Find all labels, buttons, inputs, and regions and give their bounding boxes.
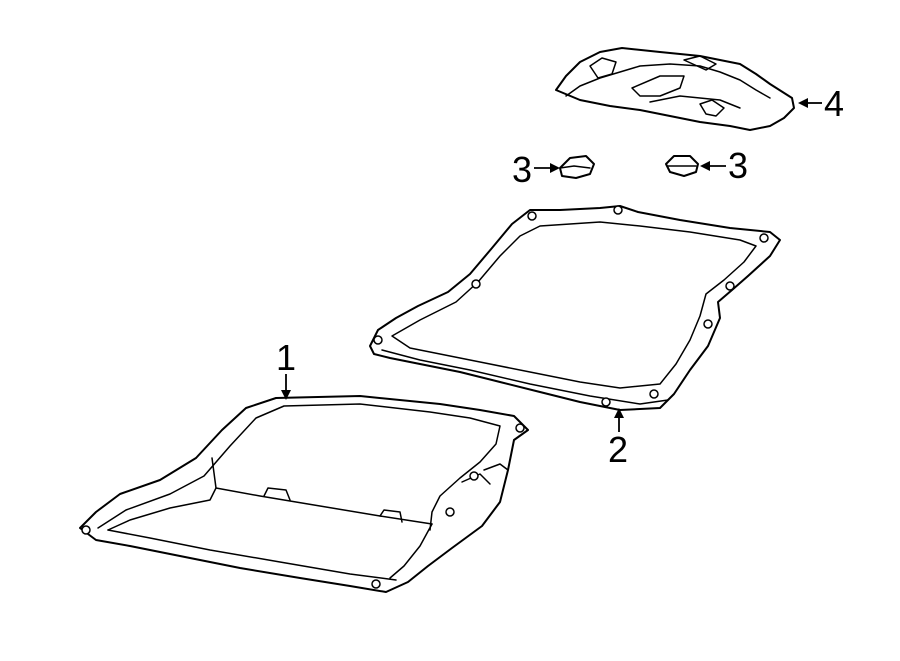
part-3b-plug[interactable] [665,155,699,177]
callout-4-label: 4 [824,83,844,124]
part-4-filter-plate[interactable] [555,47,795,131]
callout-3a-arrowhead [550,163,560,173]
part-2-gasket[interactable] [369,205,781,411]
callout-3b-arrowhead [700,161,710,171]
callout-4: 4 [798,83,844,124]
callout-1-label: 1 [276,337,296,378]
callout-3a: 3 [512,149,560,190]
callout-3a-label: 3 [512,149,532,190]
callout-2: 2 [608,408,628,470]
callout-1-arrowhead [281,390,291,400]
part-1-oil-pan[interactable] [79,395,529,593]
callout-3b-label: 3 [728,145,748,186]
part-3a-plug[interactable] [559,155,595,179]
callout-3b: 3 [700,145,748,186]
callout-2-label: 2 [608,429,628,470]
callout-1: 1 [276,337,296,400]
callout-4-arrowhead [798,98,808,108]
callout-2-arrowhead [614,408,624,418]
